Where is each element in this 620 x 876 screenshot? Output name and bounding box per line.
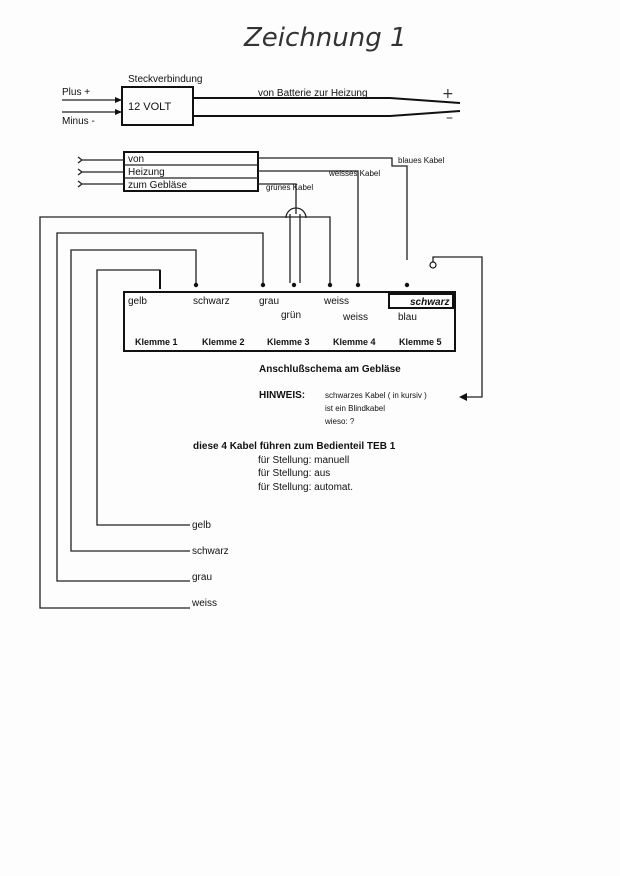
klemme-2: Klemme 2 [202,337,245,347]
terminal-label-schwarz-blind: schwarz [410,297,449,308]
blind-cable-return [432,256,483,398]
klemme-5: Klemme 5 [399,337,442,347]
connector-box [121,86,194,126]
battery-minus-sign: – [446,110,453,126]
wire-label-gelb: gelb [192,520,211,531]
teb-line-automat: für Stellung: automat. [258,482,353,493]
wire-label-grau: grau [192,572,212,583]
blue-cable [258,157,408,260]
wire-grau [56,232,264,582]
green-grey-bundle [289,214,301,283]
terminal-label-schwarz: schwarz [193,296,230,307]
klemme-3: Klemme 3 [267,337,310,347]
klemme-1: Klemme 1 [135,337,178,347]
battery-cable-label: von Batterie zur Heizung [258,88,368,99]
terminal-dot [260,282,266,288]
terminal-dot [193,282,199,288]
minus-label: Minus - [62,116,95,127]
klemme-4: Klemme 4 [333,337,376,347]
switch-row-geblaese: zum Gebläse [128,180,187,191]
green-cable [258,183,297,214]
terminal-label-weiss-2: weiss [342,312,368,323]
input-arrow-icon [77,168,124,176]
input-arrow-icon [77,180,124,188]
wire-label-schwarz: schwarz [192,546,229,557]
terminal-label-gruen: grün [281,310,301,321]
plus-label: Plus + [62,87,90,98]
wire-label-weiss: weiss [191,598,217,609]
hinweis-label: HINWEIS: [259,390,305,401]
green-cable-label: grünes Kabel [266,183,313,192]
hinweis-line-1: schwarzes Kabel ( in kursiv ) [325,391,427,400]
drawing-title: Zeichnung 1 [243,23,407,53]
wire-crossover-icon [285,207,307,219]
connector-label: 12 VOLT [128,101,171,113]
schema-title: Anschlußschema am Gebläse [259,364,401,375]
battery-cable-lower [193,110,461,117]
white-cable-label: weisses Kabel [328,169,380,178]
connector-header: Steckverbindung [128,74,203,85]
terminal-dot [355,282,361,288]
teb-line-aus: für Stellung: aus [258,468,330,479]
blind-cable-box [388,293,454,309]
battery-cable-upper [193,97,461,104]
teb-heading: diese 4 Kabel führen zum Bedienteil TEB … [193,441,396,452]
open-terminal-icon [429,261,437,269]
teb-line-manuell: für Stellung: manuell [258,455,349,466]
wire-schwarz [70,249,197,552]
wire-gelb [96,269,190,526]
terminal-label-blau: blau [398,312,417,323]
plus-arrow-icon [115,97,122,103]
white-cable [258,170,359,283]
hinweis-line-2: ist ein Blindkabel [325,404,385,413]
terminal-label-grau: grau [259,296,279,307]
terminal-block [123,291,456,352]
switch-row-heizung: Heizung [128,167,165,178]
terminal-dot [291,282,297,288]
terminal-dot [404,282,410,288]
blue-cable-label: blaues Kabel [398,156,444,165]
wire-weiss [39,216,331,609]
minus-arrow-icon [115,109,122,115]
battery-plus-sign: + [442,86,454,102]
input-arrow-icon [77,156,124,164]
hinweis-line-3: wieso: ? [324,417,355,426]
terminal-label-gelb: gelb [128,296,147,307]
switch-row-von: von [128,154,144,165]
terminal-dot [327,282,333,288]
return-arrow-icon [459,393,467,401]
terminal-label-weiss: weiss [323,296,349,307]
